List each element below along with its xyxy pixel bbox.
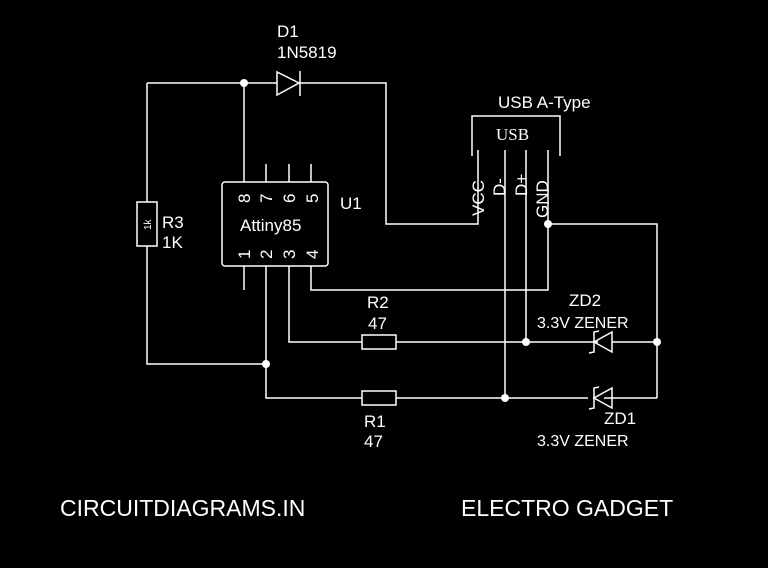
- zd2-bar: [588, 330, 600, 354]
- r3-body-label: 1k: [143, 218, 154, 230]
- r3-body: [136, 201, 158, 247]
- junction-dot: [240, 79, 248, 87]
- zd1-bar: [588, 386, 600, 410]
- usb-pin-gnd: GND: [533, 180, 552, 218]
- usb-title: USB A-Type: [498, 93, 591, 112]
- r2-body: [361, 334, 397, 350]
- u1-part: Attiny85: [240, 216, 301, 235]
- usb-pin-dplus: D+: [512, 174, 531, 196]
- wire-pin3-r2: [288, 266, 362, 343]
- u1-pin-8: 8: [235, 194, 254, 203]
- footer-left: CIRCUITDIAGRAMS.IN: [60, 495, 305, 521]
- wire-d1-to-vcc: [300, 82, 479, 225]
- junction-dot: [501, 394, 509, 402]
- wires: [146, 82, 658, 399]
- usb-box: [471, 115, 561, 156]
- wire-left-rail-bottom: [146, 246, 266, 365]
- zd2-value: 3.3V ZENER: [537, 315, 629, 332]
- d1-ref: D1: [277, 22, 299, 41]
- d1-part: 1N5819: [277, 43, 337, 62]
- ic-u1: U1 Attiny85 8 7 6 5 1 2 3 4: [221, 181, 362, 267]
- junction-dot: [262, 360, 270, 368]
- usb-pin-dminus: D-: [490, 178, 509, 196]
- usb-pin-vcc: VCC: [469, 180, 488, 216]
- zener-zd2: ZD2 3.3V ZENER: [537, 291, 629, 354]
- u1-pin-5: 5: [303, 194, 322, 203]
- r2-ref: R2: [367, 293, 389, 312]
- r2-value: 47: [368, 314, 387, 333]
- wire-pin4-gnd: [310, 150, 549, 291]
- footer-right: ELECTRO GADGET: [461, 495, 673, 521]
- u1-pin-1: 1: [235, 250, 254, 259]
- r1-body: [361, 390, 397, 406]
- u1-body: [221, 181, 329, 267]
- u1-pin-6: 6: [280, 194, 299, 203]
- wire-pin2-r1: [265, 266, 362, 399]
- d1-triangle: [276, 70, 301, 97]
- usb-connector: USB A-Type USB VCC D- D+ GND: [469, 93, 591, 218]
- u1-pin-7: 7: [257, 194, 276, 203]
- resistor-r2: R2 47: [361, 293, 397, 350]
- r3-ref: R3: [162, 213, 184, 232]
- zd2-triangle: [592, 330, 613, 354]
- junction-dot: [544, 220, 552, 228]
- zd1-ref: ZD1: [604, 409, 636, 428]
- zd2-ref: ZD2: [569, 291, 601, 310]
- diode-d1: D1 1N5819: [276, 22, 337, 97]
- usb-box-label: USB: [496, 125, 529, 144]
- junction-dot: [653, 338, 661, 346]
- resistor-r3: 1k R3 1K: [136, 201, 184, 252]
- r1-ref: R1: [364, 412, 386, 431]
- zd1-value: 3.3V ZENER: [537, 433, 629, 450]
- u1-ref: U1: [340, 194, 362, 213]
- r3-value: 1K: [162, 233, 183, 252]
- r1-value: 47: [364, 432, 383, 451]
- zd1-triangle: [592, 386, 613, 410]
- wire-gnd-zener: [548, 223, 658, 398]
- junction-dot: [522, 338, 530, 346]
- resistor-r1: R1 47: [361, 390, 397, 451]
- u1-pin-2: 2: [257, 250, 276, 259]
- junctions: [240, 79, 661, 402]
- u1-pin-4: 4: [303, 250, 322, 259]
- zener-zd1: ZD1 3.3V ZENER: [537, 386, 636, 450]
- u1-pin-3: 3: [280, 250, 299, 259]
